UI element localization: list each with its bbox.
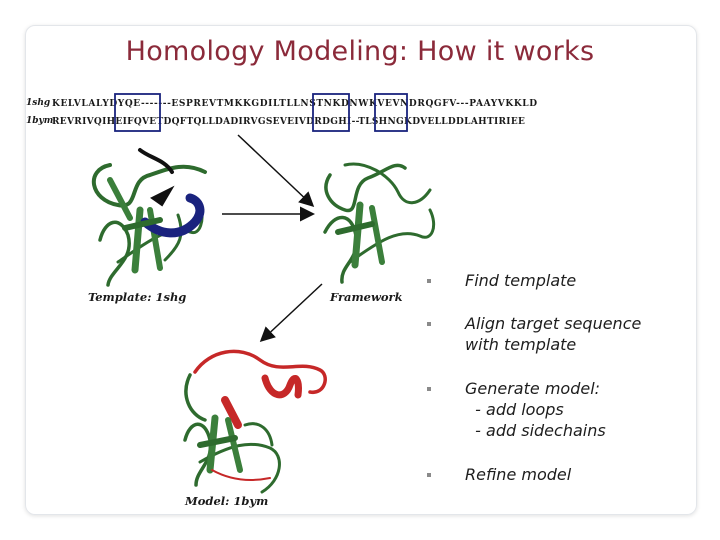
bullet-icon	[427, 473, 431, 477]
framework-structure-image	[323, 162, 436, 284]
arrow-alignment-to-framework	[237, 134, 315, 208]
slide-title: Homology Modeling: How it works	[125, 36, 595, 67]
seq1-label: 1shg	[26, 98, 51, 108]
model-caption: Model: 1bym	[185, 494, 269, 508]
template-caption: Template: 1shg	[88, 290, 187, 304]
bullet-icon	[427, 279, 431, 283]
seq2-label: 1bym	[26, 116, 54, 126]
template-structure-image	[91, 148, 207, 287]
slide-frame	[25, 25, 697, 515]
step-text: Generate model: - add loops - add sidech…	[465, 379, 606, 440]
arrow-framework-to-model	[259, 283, 323, 343]
alignment-box-3	[374, 93, 408, 132]
model-structure-image	[183, 349, 327, 494]
alignment-box-1	[114, 93, 161, 132]
step-text: Refine model	[465, 465, 572, 484]
seq2-text: REVRIVQIHEIFQVETDQFTQLLDADIRVGSEVEIVDRDG…	[52, 117, 526, 127]
bullet-icon	[427, 387, 431, 391]
framework-caption: Framework	[330, 290, 403, 304]
step-text: Find template	[465, 271, 577, 290]
seq1-text: KELVLALYDYQE-------ESPREVTMKKGDILTLLNSTN…	[52, 99, 538, 109]
step-text: Align target sequence with template	[465, 314, 642, 354]
alignment-box-2	[312, 93, 350, 132]
bullet-icon	[427, 322, 431, 326]
